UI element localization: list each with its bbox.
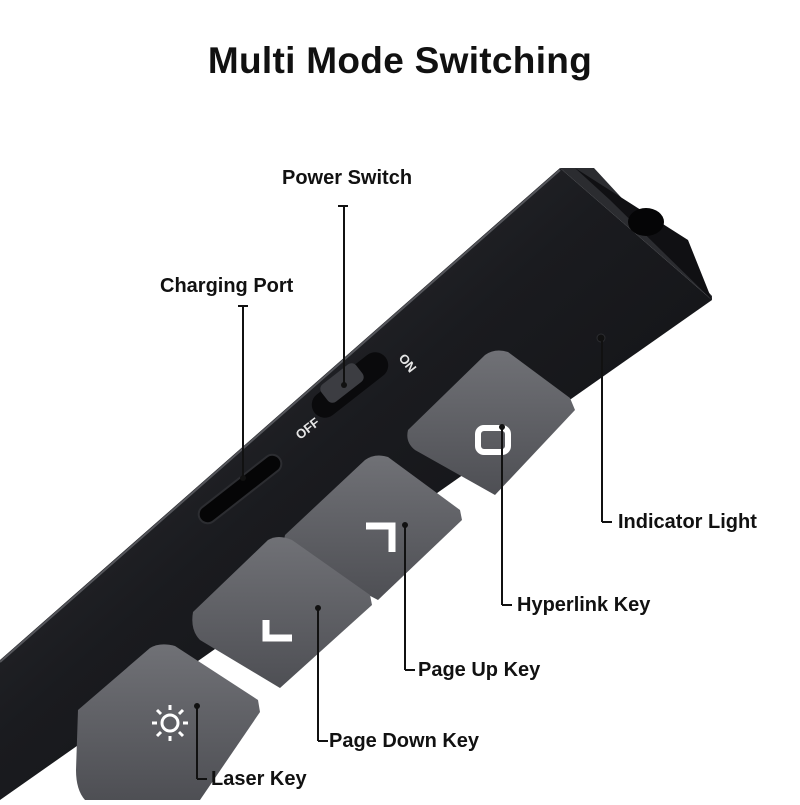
laser-key-label: Laser Key [211, 768, 307, 790]
page-up-key-label: Page Up Key [418, 659, 541, 681]
power-switch-label: Power Switch [282, 167, 413, 189]
chevron-up-right-icon [366, 522, 396, 552]
charging-port [197, 453, 283, 525]
laser-aperture [628, 208, 664, 236]
page-title: Multi Mode Switching [207, 40, 593, 81]
page-down-key-label: Page Down Key [329, 730, 480, 752]
page-down-key[interactable] [192, 537, 372, 688]
laser-key[interactable] [76, 644, 260, 800]
charging-port-label: Charging Port [160, 275, 294, 297]
chevron-down-left-icon [262, 620, 292, 642]
callout-dots [194, 382, 505, 709]
page-up-key[interactable] [284, 455, 462, 600]
rounded-square-icon [475, 425, 511, 455]
hyperlink-key[interactable] [407, 350, 575, 495]
sun-icon [152, 705, 188, 741]
indicator-light-label: Indicator Light [618, 511, 757, 533]
hyperlink-key-label: Hyperlink Key [517, 594, 651, 616]
callout-lines [196, 205, 612, 780]
